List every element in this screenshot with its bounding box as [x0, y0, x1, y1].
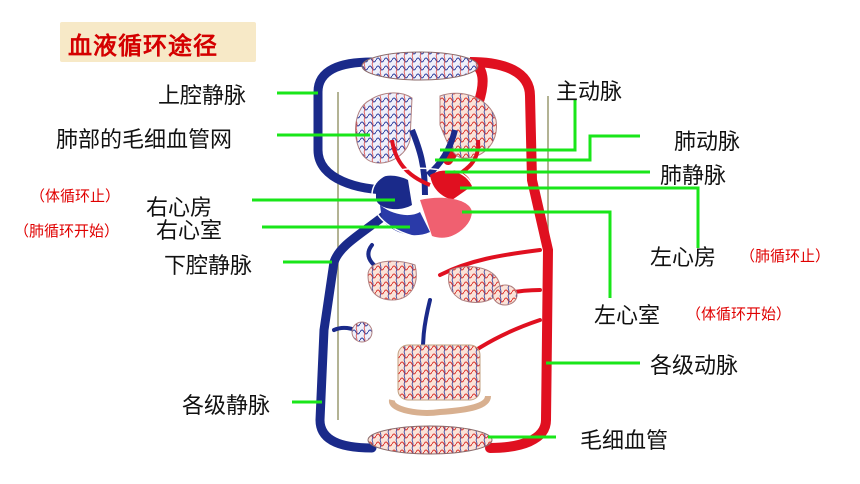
note-systemic-start: （体循环开始）: [686, 305, 792, 323]
lower-capillary-bed: [367, 425, 493, 455]
note-systemic-end: （体循环止）: [30, 187, 121, 205]
label-left-ventricle: 左心室: [594, 304, 661, 329]
label-pulmonary-vein: 肺静脉: [660, 164, 727, 189]
label-right-atrium: 右心房: [146, 196, 213, 221]
kidney-capillaries: [351, 321, 373, 343]
right-ventricle: [380, 205, 430, 236]
label-superior-vena-cava: 上腔静脉: [158, 84, 247, 109]
title-background: [60, 22, 256, 62]
left-atrium: [430, 169, 472, 200]
inferior-vena-cava: [315, 210, 390, 453]
note-pulmonary-start: （肺循环开始）: [14, 222, 120, 240]
left-ventricle: [420, 197, 472, 238]
left-lung: [355, 92, 413, 164]
liver-capillaries: [367, 260, 417, 301]
leader-zuo-xin-shi: [462, 210, 612, 298]
pulmonary-artery: [409, 128, 458, 196]
leader-zhu-dong-mai: [440, 100, 577, 152]
right-atrium: [375, 175, 412, 210]
label-lung-capillary-network: 肺部的毛细血管网: [56, 128, 233, 153]
label-capillaries: 毛细血管: [580, 429, 669, 454]
leader-fei-dong-mai: [435, 134, 640, 162]
superior-vena-cava: [313, 57, 393, 195]
label-veins: 各级静脉: [182, 394, 271, 419]
label-arteries: 各级动脉: [650, 354, 739, 379]
leader-zuo-xin-fang: [460, 186, 700, 248]
stomach-capillaries: [448, 266, 501, 303]
page-title: 血液循环途径: [68, 32, 218, 60]
intestine-capillaries: [397, 344, 481, 401]
leader-lines: [252, 91, 700, 439]
intestine-outline: [389, 395, 491, 416]
label-pulmonary-artery: 肺动脉: [674, 130, 741, 155]
label-left-atrium: 左心房: [650, 246, 717, 271]
label-inferior-vena-cava: 下腔静脉: [164, 254, 253, 279]
label-aorta: 主动脉: [556, 80, 623, 105]
upper-capillary-bed: [361, 51, 479, 81]
spleen-capillaries: [492, 284, 518, 306]
label-right-ventricle: 右心室: [156, 219, 223, 244]
note-pulmonary-end: （肺循环止）: [740, 247, 831, 265]
